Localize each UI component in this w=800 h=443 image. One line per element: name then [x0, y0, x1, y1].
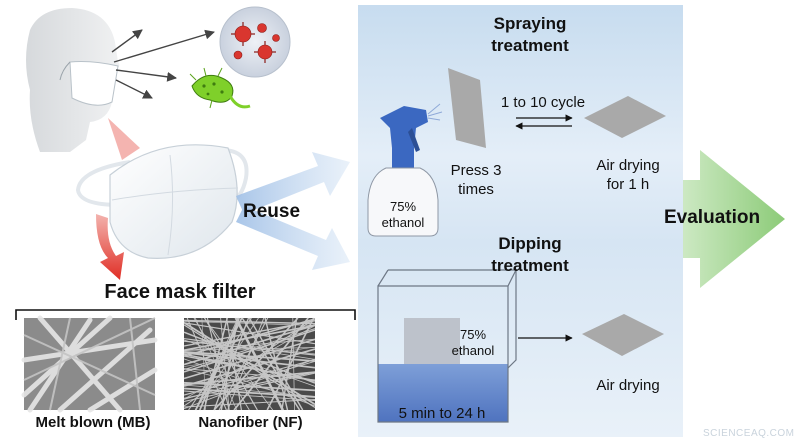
nanofiber-strand	[264, 317, 289, 411]
nanofiber-strand	[183, 351, 316, 369]
sem-image-nanofiber	[183, 317, 316, 411]
bath-label-line1: 75%	[459, 327, 487, 342]
nanofiber-strand	[183, 320, 316, 347]
nanofiber-strand	[183, 372, 316, 403]
spray-bottle-icon	[367, 103, 443, 237]
head-to-mask-arrow	[108, 118, 140, 160]
nanofiber-strand	[233, 317, 309, 411]
press-label-line1: Press 3	[450, 162, 502, 179]
nanofiber-strand	[183, 371, 316, 386]
bacteria-icon	[189, 67, 251, 109]
evaluation-label: Evaluation	[664, 207, 761, 228]
dip-time-label: 5 min to 24 h	[398, 405, 486, 422]
cycle-label: 1 to 10 cycle	[500, 94, 586, 111]
watermark: SCIENCEAQ.COM	[703, 428, 795, 439]
melt-blown-label: Melt blown (MB)	[35, 414, 151, 431]
arrow-lower	[115, 79, 153, 99]
dip-dry-label: Air drying	[596, 377, 660, 394]
nanofiber-strand	[183, 339, 316, 387]
nanofiber-strand	[183, 329, 316, 373]
nanofiber-strand	[218, 317, 269, 411]
reuse-arrow-up	[236, 152, 350, 214]
nanofiber-strand	[183, 358, 316, 407]
bottle-label-line2: ethanol	[381, 215, 425, 230]
nanofiber-strand	[183, 340, 316, 356]
person-head-illustration	[26, 8, 120, 152]
reuse-label: Reuse	[243, 201, 301, 222]
nanofiber-strand	[194, 317, 259, 411]
nanofiber-label: Nanofiber (NF)	[198, 414, 303, 431]
arrow-to-bacteria	[115, 69, 177, 82]
nanofiber-strand	[183, 338, 316, 355]
dipping-bath-icon	[377, 269, 517, 423]
nanofiber-strand	[188, 317, 252, 411]
nanofiber-strand	[183, 347, 316, 351]
spray-dry-line2: for 1 h	[606, 176, 650, 193]
nanofiber-strand	[194, 317, 239, 411]
dipping-title-line2: treatment	[491, 256, 569, 275]
spraying-title-line2: treatment	[491, 36, 569, 55]
filter-title: Face mask filter	[104, 281, 256, 303]
nanofiber-strand	[194, 317, 238, 411]
dipping-title-line1: Dipping	[498, 234, 562, 253]
nanofiber-strand	[183, 324, 316, 409]
arrow-to-virus	[113, 29, 215, 63]
nanofiber-strand	[183, 368, 316, 402]
virus-icon	[219, 6, 291, 78]
nanofiber-strand	[227, 317, 265, 411]
bath-label-line2: ethanol	[451, 343, 495, 358]
filter-down-arrow	[96, 214, 124, 280]
filter-bracket	[15, 309, 356, 320]
spraying-title-line1: Spraying	[493, 14, 567, 33]
bottle-label-line1: 75%	[389, 199, 417, 214]
reuse-arrow-down	[236, 206, 350, 270]
drying-sheet-spray	[584, 96, 666, 138]
nanofiber-strand	[183, 319, 316, 325]
press-label-line2: times	[458, 181, 494, 198]
face-mask-illustration	[75, 144, 249, 259]
arrow-upper	[111, 29, 143, 53]
nanofiber-strand	[203, 317, 274, 411]
nanofiber-strand	[220, 317, 230, 411]
nanofiber-strand	[206, 317, 230, 411]
nanofiber-strand	[183, 338, 316, 380]
nanofiber-strand	[183, 348, 316, 387]
sprayed-filter-sheet	[448, 68, 486, 148]
nanofiber-strand	[213, 317, 250, 411]
nanofiber-strand	[183, 346, 316, 367]
spray-dry-line1: Air drying	[596, 157, 660, 174]
drying-sheet-dip	[582, 314, 664, 356]
sem-image-melt-blown	[21, 315, 158, 413]
